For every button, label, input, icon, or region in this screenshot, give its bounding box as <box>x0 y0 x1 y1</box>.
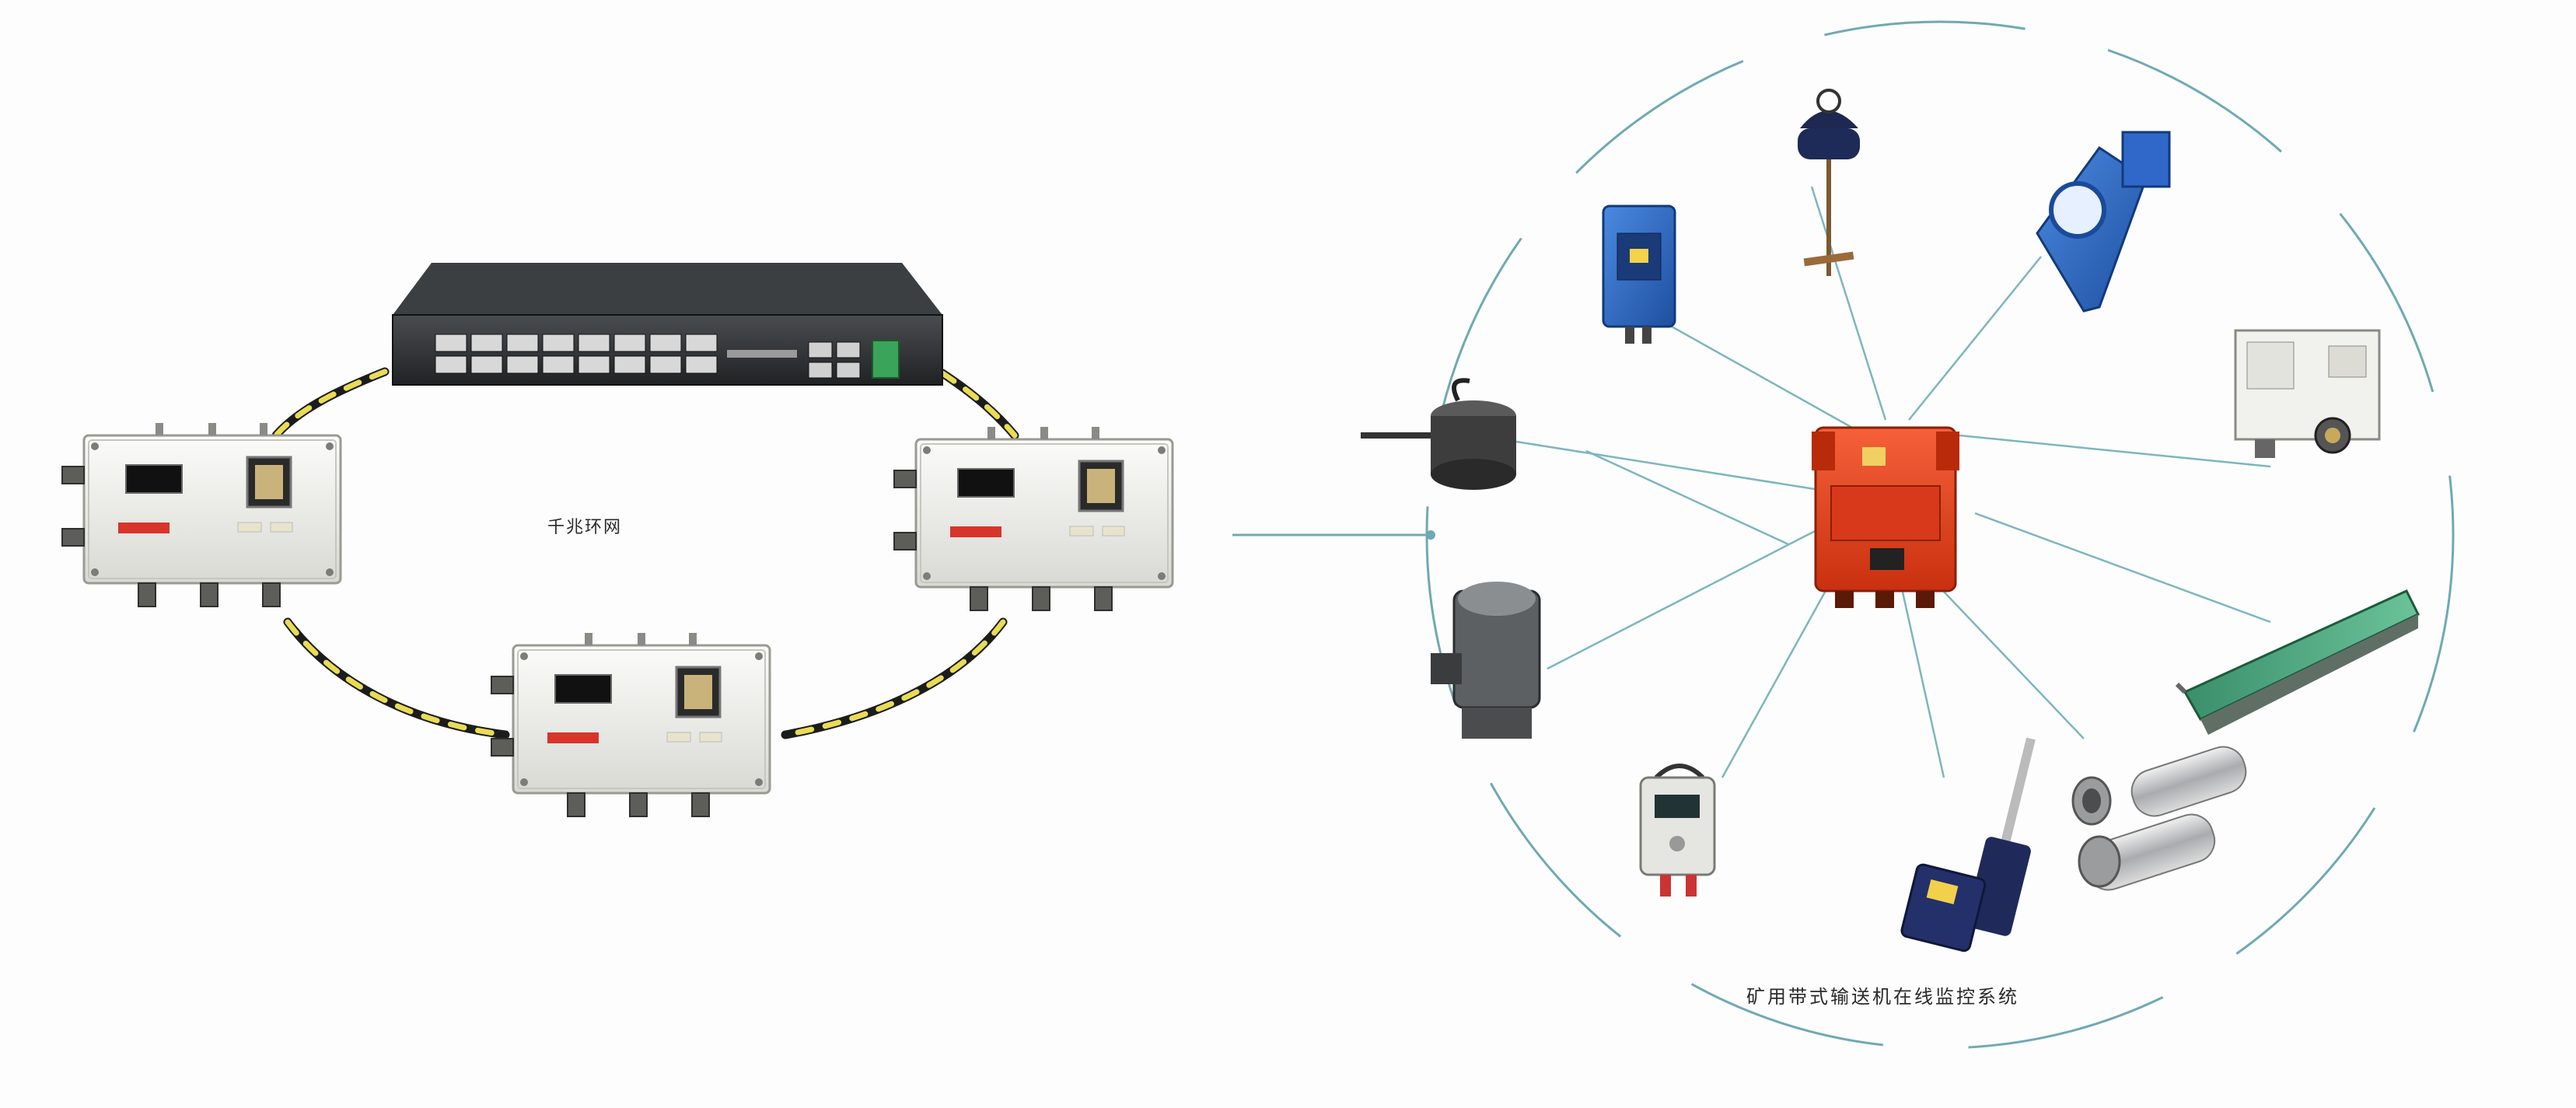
display-unit-icon <box>1602 204 1676 344</box>
ring-network-label: 千兆环网 <box>547 518 623 537</box>
emergency-stop-icon <box>1900 737 2036 952</box>
camera-icon <box>2071 746 2247 891</box>
speed-sensor-icon <box>1361 378 1516 490</box>
spoke-lines <box>1515 186 2271 778</box>
explosion-proof-junction-box-icon <box>490 631 771 818</box>
system-caption: 矿用带式输送机在线监控系统 <box>1746 986 2019 1008</box>
cable-left-box-to-bottom-box <box>283 617 510 739</box>
explosion-proof-junction-box-icon <box>893 425 1174 612</box>
deviation-sensor-icon <box>2036 131 2171 313</box>
coal-level-sensor-icon <box>1798 89 1860 276</box>
tearing-sensor-icon <box>2175 589 2420 735</box>
cable-gland-icon <box>1426 530 1435 540</box>
smoke-sensor-icon <box>1431 582 1541 739</box>
explosion-proof-junction-box-icon <box>61 421 342 608</box>
ring-network-cables <box>271 367 1019 739</box>
main-controller-icon <box>1812 426 1959 608</box>
cable-right-box-to-bottom-box <box>781 617 1008 739</box>
cable-switch-to-left-box <box>271 367 390 440</box>
ethernet-switch-icon <box>392 263 943 386</box>
audible-visual-alarm-icon <box>2234 329 2381 458</box>
temperature-sensor-icon <box>1639 764 1716 897</box>
